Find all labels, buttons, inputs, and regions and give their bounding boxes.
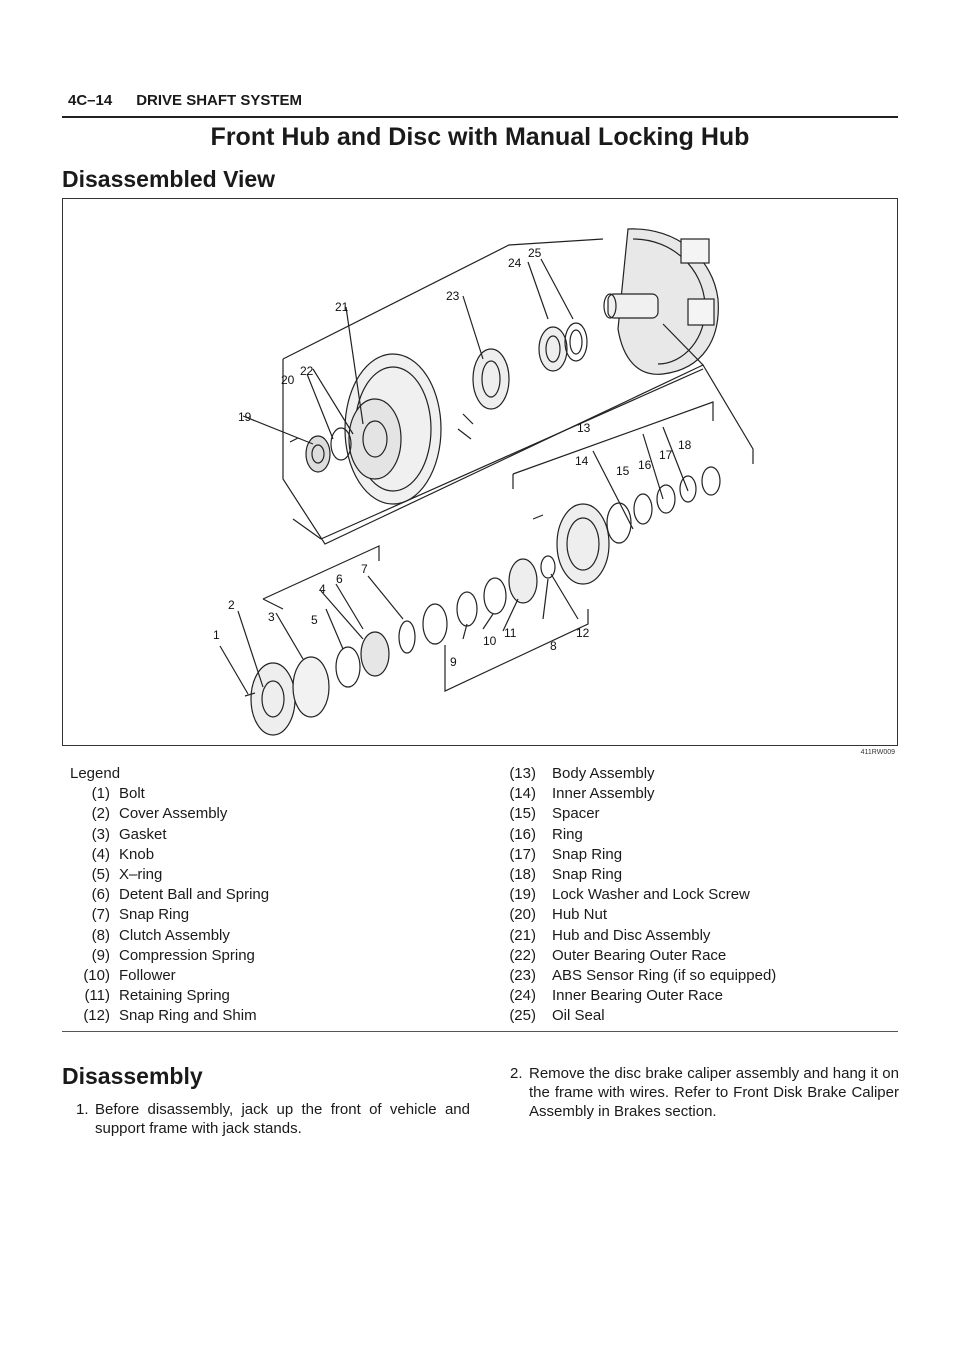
legend-item: (24)Inner Bearing Outer Race <box>509 987 723 1005</box>
exploded-view-figure: 1 2 3 4 5 6 7 8 9 10 11 12 13 14 15 16 1… <box>62 198 898 756</box>
callout-10: 10 <box>483 634 497 648</box>
legend-item: (14)Inner Assembly <box>509 785 655 803</box>
legend-item: (5)X–ring <box>91 865 163 883</box>
legend-item: (21)Hub and Disc Assembly <box>509 926 711 944</box>
page-number: 4C–14 <box>68 92 113 109</box>
callout-24: 24 <box>508 256 522 270</box>
callout-18: 18 <box>678 438 692 452</box>
legend-item: (17)Snap Ring <box>509 845 623 863</box>
legend-item: (11)Retaining Spring <box>84 987 230 1005</box>
callout-23: 23 <box>446 289 460 303</box>
legend-right-column: (13)Body Assembly (14)Inner Assembly (15… <box>490 764 777 1026</box>
legend-item: (1)Bolt <box>91 785 145 803</box>
page-header: 4C–14 DRIVE SHAFT SYSTEM <box>68 92 302 109</box>
legend-item: (23)ABS Sensor Ring (if so equipped) <box>509 966 777 984</box>
legend-item: (7)Snap Ring <box>91 906 190 924</box>
callout-19: 19 <box>238 410 252 424</box>
callout-9: 9 <box>450 655 457 669</box>
page-title: Front Hub and Disc with Manual Locking H… <box>210 123 750 151</box>
legend-heading: Legend <box>70 765 121 782</box>
callout-21: 21 <box>335 300 349 314</box>
legend-item: (19)Lock Washer and Lock Screw <box>509 886 750 904</box>
legend-item: (2)Cover Assembly <box>91 805 228 823</box>
callout-11: 11 <box>504 626 517 640</box>
figure-id: 411RW009 <box>860 749 895 756</box>
section-divider <box>62 1031 898 1032</box>
legend-item: (25)Oil Seal <box>509 1007 605 1025</box>
legend-item: (18)Snap Ring <box>509 865 623 883</box>
legend-item: (6)Detent Ball and Spring <box>91 886 270 904</box>
subheading-disassembled-view: Disassembled View <box>62 166 276 192</box>
callout-4: 4 <box>319 582 326 596</box>
legend-left-column: Legend (1)Bolt (2)Cover Assembly (3)Gask… <box>62 764 270 1026</box>
callout-17: 17 <box>659 448 673 462</box>
legend-item: (20)Hub Nut <box>509 906 608 924</box>
callout-22: 22 <box>300 364 314 378</box>
callout-16: 16 <box>638 458 652 472</box>
callout-20: 20 <box>281 373 295 387</box>
legend-item: (16)Ring <box>509 825 583 843</box>
callout-3: 3 <box>268 610 275 624</box>
step-text: Before disassembly, jack up the front of… <box>95 1101 470 1137</box>
legend-item: (12)Snap Ring and Shim <box>83 1007 257 1025</box>
legend-item: (10)Follower <box>83 966 176 984</box>
header-rule <box>62 116 898 118</box>
callout-7: 7 <box>361 562 368 576</box>
callout-2: 2 <box>228 598 235 612</box>
legend-item: (13)Body Assembly <box>509 765 655 782</box>
callout-8: 8 <box>550 639 557 653</box>
step-number: 1. <box>76 1101 89 1118</box>
exploded-view-drawing: 1 2 3 4 5 6 7 8 9 10 11 12 13 14 15 16 1… <box>213 228 754 736</box>
legend-item: (9)Compression Spring <box>91 946 255 964</box>
legend-item: (8)Clutch Assembly <box>91 926 230 944</box>
step-number: 2. <box>510 1065 523 1082</box>
legend-item: (15)Spacer <box>509 805 600 823</box>
callout-12: 12 <box>576 626 590 640</box>
callout-13: 13 <box>577 421 591 435</box>
legend-item: (22)Outer Bearing Outer Race <box>509 946 727 964</box>
legend-item: (3)Gasket <box>91 825 167 843</box>
callout-15: 15 <box>616 464 630 478</box>
legend-item: (4)Knob <box>91 845 155 863</box>
callout-5: 5 <box>311 613 318 627</box>
callout-6: 6 <box>336 572 343 586</box>
callout-25: 25 <box>528 246 542 260</box>
subheading-disassembly: Disassembly <box>62 1063 203 1089</box>
section-title: DRIVE SHAFT SYSTEM <box>136 92 303 109</box>
step-text: Remove the disc brake caliper assembly a… <box>529 1065 899 1120</box>
callout-1: 1 <box>213 628 220 642</box>
callout-14: 14 <box>575 454 589 468</box>
